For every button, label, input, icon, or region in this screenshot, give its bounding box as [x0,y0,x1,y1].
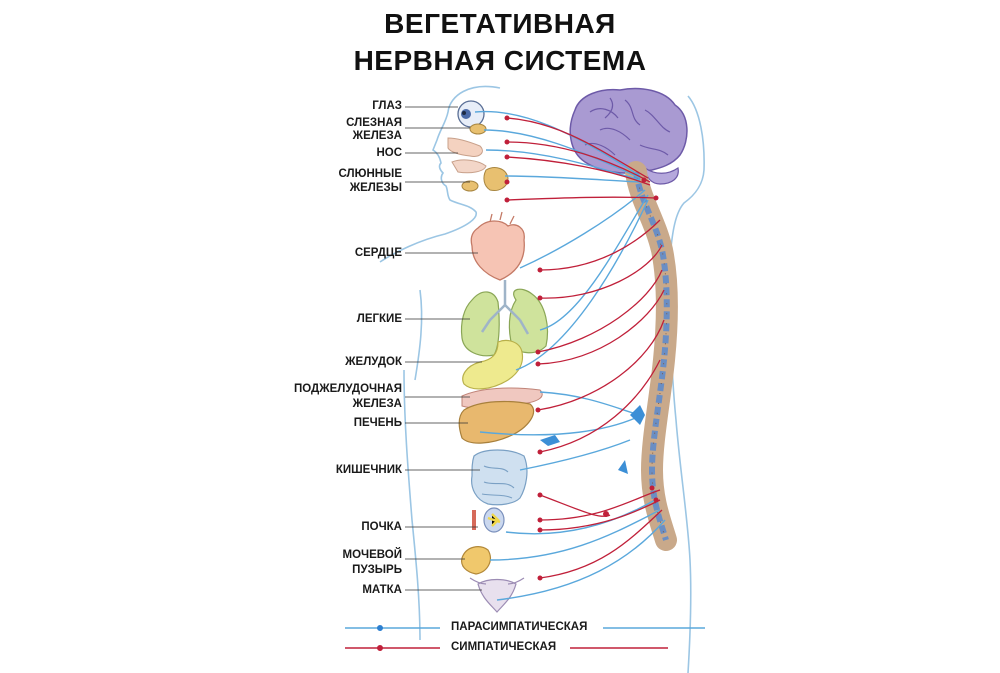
page-title-line-2: НЕРВНАЯ СИСТЕМА [353,45,647,76]
uterus-icon [469,577,525,613]
label-nose: НОС [376,147,402,159]
legend-parasympathetic-label: ПАРАСИМПАТИЧЕСКАЯ [451,621,588,633]
label-lacrimal-gland-2: ЖЕЛЕЗА [352,130,402,142]
kidney-icon [472,507,505,533]
nose-icon [447,137,483,157]
label-salivary-glands-2: ЖЕЛЕЗЫ [349,182,402,194]
label-bladder-1: МОЧЕВОЙ [342,549,402,561]
lacrimal-gland-icon [469,123,487,135]
label-stomach: ЖЕЛУДОК [345,356,402,368]
label-uterus: МАТКА [362,584,402,596]
mouth-icon [451,159,487,174]
intestine-icon [471,449,528,506]
label-eye: ГЛАЗ [372,100,402,112]
lungs-icon [460,280,549,357]
label-pancreas-2: ЖЕЛЕЗА [352,398,402,410]
sympathetic-fibers [506,117,665,579]
legend-sympathetic-label: СИМПАТИЧЕСКАЯ [451,641,557,653]
label-heart: СЕРДЦЕ [354,247,402,259]
label-lungs: ЛЕГКИЕ [356,313,402,325]
label-liver: ПЕЧЕНЬ [353,417,402,429]
label-salivary-glands-1: СЛЮННЫЕ [338,168,403,180]
stomach-icon [462,339,524,390]
heart-icon [470,211,525,281]
legend-parasympathetic [345,625,705,631]
label-bladder-2: ПУЗЫРЬ [352,564,402,576]
bladder-icon [461,546,491,575]
parasympathetic-ganglia [540,405,645,474]
label-pancreas-1: ПОДЖЕЛУДОЧНАЯ [293,383,402,395]
sympathetic-ganglia [504,115,659,581]
salivary-glands-icon [461,167,509,192]
label-leader-lines [405,106,482,591]
brain [569,87,688,185]
label-lacrimal-gland-1: СЛЕЗНАЯ [346,117,402,129]
page-title-line-1: ВЕГЕТАТИВНАЯ [384,8,616,39]
label-kidney: ПОЧКА [361,521,402,533]
legend-sympathetic [345,645,668,651]
label-intestine: КИШЕЧНИК [335,464,402,476]
liver-icon [458,400,535,444]
eye-icon [457,100,485,128]
